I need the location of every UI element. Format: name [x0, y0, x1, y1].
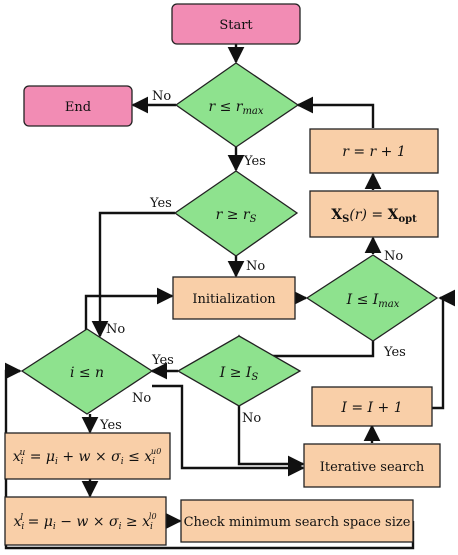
arrow-is-to-iter	[237, 406, 305, 473]
arrow-n-to-iter	[152, 384, 305, 477]
decision-r-s-label: r ≥ rS	[216, 207, 257, 225]
connectors	[4, 44, 456, 550]
process-lower-bound-label: xil = μi − w × σi ≥ xil0	[13, 512, 156, 532]
edge-label-n-no-top: No	[106, 322, 125, 337]
process-check-min-search	[180, 499, 414, 543]
edge-label-imax-no: No	[384, 249, 403, 264]
arrow-rs-to-n	[91, 211, 175, 338]
start-label: Start	[219, 18, 253, 33]
process-initialization	[172, 276, 296, 320]
arrow-n-to-init	[84, 287, 174, 336]
process-check-min-search-label: Check minimum search space size	[184, 515, 411, 530]
decision-i-max-label: I ≤ Imax	[346, 292, 400, 310]
arrow-iinc-to-imax	[432, 289, 456, 410]
process-i-increment-label: I = I + 1	[340, 400, 402, 416]
decision-r-s	[173, 170, 299, 257]
edge-label-rs-yes: Yes	[149, 196, 172, 211]
end-terminal	[23, 85, 133, 127]
decision-i-s-label: I ≥ IS	[219, 365, 259, 383]
process-initialization-label: Initialization	[192, 292, 276, 307]
process-upper-bound	[4, 432, 171, 480]
process-xs	[309, 190, 439, 238]
decision-i-n	[20, 328, 154, 415]
decision-i-n-label: i ≤ n	[70, 365, 104, 381]
edge-label-n-yes: Yes	[99, 418, 122, 433]
edge-label-imax-yes: Yes	[383, 345, 406, 360]
edge-label-rmax-no: No	[152, 89, 171, 104]
decision-i-max	[305, 254, 439, 342]
process-xs-label: XS(r) = Xopt	[331, 207, 417, 225]
process-r-increment-label: r = r + 1	[342, 144, 406, 160]
process-iterative-search	[303, 443, 441, 488]
process-r-increment	[309, 128, 439, 174]
edge-label-rs-no: No	[246, 259, 265, 274]
edge-label-n-no-right: No	[132, 391, 151, 406]
edge-label-is-no: No	[242, 411, 261, 426]
process-upper-bound-label: xiu = μi + w × σi ≤ xiu0	[13, 447, 162, 467]
process-i-increment	[311, 386, 433, 427]
decision-r-max-label: r ≤ rmax	[208, 99, 263, 117]
decision-r-max	[174, 62, 300, 148]
process-iterative-search-label: Iterative search	[320, 460, 425, 475]
process-lower-bound	[4, 496, 167, 546]
decision-i-s	[176, 335, 302, 407]
start-terminal	[171, 3, 301, 45]
edge-label-rmax-yes: Yes	[243, 154, 266, 169]
arrow-rinc-to-rmax	[296, 96, 375, 128]
edge-label-is-yes: Yes	[151, 353, 174, 368]
end-label: End	[65, 100, 91, 115]
